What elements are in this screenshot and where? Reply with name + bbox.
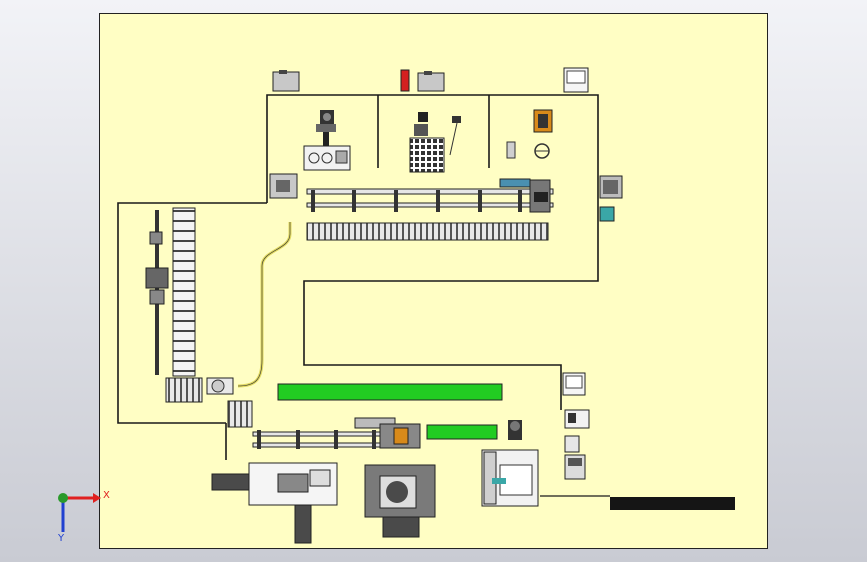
cabinet-1-top: [279, 70, 287, 74]
desk-unit-panel: [568, 413, 576, 423]
top-cabinets: [272, 67, 589, 93]
cell-3-robot: [506, 109, 553, 159]
lower-transfer-unit: [354, 417, 396, 429]
control-cabinet-2: [417, 72, 445, 92]
cabinet-2-top: [424, 71, 432, 75]
teal-box: [599, 206, 615, 222]
roller-buffer: [306, 222, 549, 241]
machine-1-feeder: [211, 473, 251, 491]
lower-conveyor: [252, 417, 522, 449]
lower-robot: [393, 427, 409, 445]
machine-3: [481, 449, 539, 507]
gantry-head: [145, 267, 169, 289]
robot-1-wrist: [323, 132, 329, 146]
bottom-buffer: [165, 377, 203, 403]
conveyor-supports: [311, 190, 522, 212]
triad-y-dot: [58, 493, 68, 503]
vertical-conveyor: [172, 207, 196, 377]
upper-cell-fence: [266, 94, 599, 410]
green-zone-large: [277, 383, 503, 401]
machine-1-chip-conveyor: [294, 504, 312, 544]
hose-outline: [237, 222, 291, 387]
right-devices: [562, 175, 623, 480]
green-zone-small: [426, 424, 498, 440]
fixture-plate: [335, 150, 348, 164]
cell-1-robot: [303, 110, 351, 171]
parts-grid-pallet: [409, 137, 445, 173]
corner-transfer: [227, 400, 253, 428]
machine-1-spindle: [277, 473, 309, 493]
power-unit-panel: [568, 458, 582, 466]
robot-2-base: [418, 112, 428, 122]
cell-2-robot: [409, 112, 461, 173]
left-cell-fence: [117, 202, 267, 424]
gantry-carriage: [149, 231, 163, 245]
triad-x-arrow: [93, 493, 101, 503]
fixture-circle-1: [308, 152, 320, 164]
vertical-line: [145, 207, 292, 428]
robot-3-core: [538, 114, 548, 128]
cell-3-pillar: [506, 141, 516, 159]
side-cabinet-panel: [603, 180, 618, 194]
machine-1-panel: [309, 469, 331, 487]
fixture-circle-2: [321, 152, 333, 164]
lower-robot-2-joint: [510, 421, 520, 431]
control-cabinet-1: [272, 71, 300, 92]
operator-monitor-screen: [565, 375, 583, 389]
end-robot-gripper: [534, 192, 548, 202]
sensor-cable: [449, 122, 458, 156]
conveyor-rail-top: [306, 188, 554, 195]
upper-conveyor: [269, 173, 554, 241]
monitor-screen: [566, 70, 586, 84]
safety-fence: [117, 94, 610, 497]
transfer-unit: [499, 178, 531, 188]
red-cabinet: [400, 69, 410, 92]
robot-1-arm: [316, 124, 336, 132]
machine-1: [211, 462, 338, 544]
small-cabinet: [564, 435, 580, 453]
machine-3-fixture: [492, 478, 506, 484]
robot-2-arm: [414, 124, 428, 136]
load-station-unit: [276, 180, 290, 192]
machine-2-base: [382, 516, 420, 538]
triad-y-label: Y: [57, 533, 65, 544]
machine-2-chuck: [386, 481, 408, 503]
robot-1-joint: [323, 113, 331, 121]
conveyor-rail-bottom: [306, 202, 554, 208]
lower-supports: [257, 430, 376, 449]
drive-motor-flange: [211, 379, 225, 393]
black-bar: [610, 497, 735, 510]
gantry-gripper: [149, 289, 165, 305]
coordinate-triad: X Y: [57, 490, 110, 544]
machine-2: [364, 464, 436, 538]
sensor-head: [452, 116, 461, 123]
triad-x-label: X: [103, 490, 110, 501]
